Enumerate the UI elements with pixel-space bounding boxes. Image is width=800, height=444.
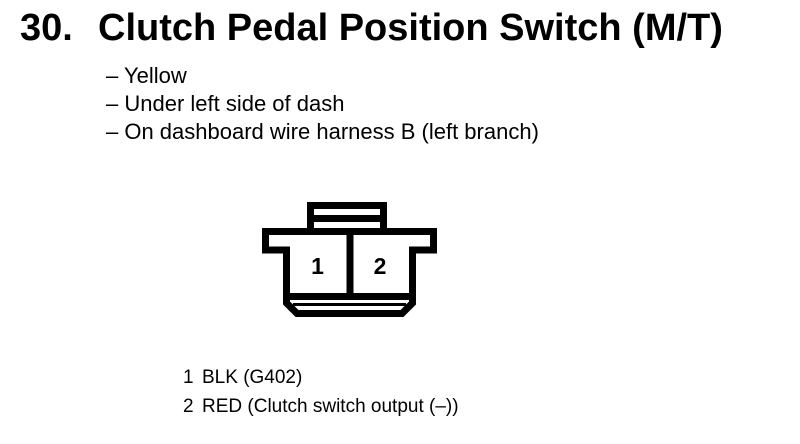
item-number: 30. xyxy=(20,7,73,49)
pin-legend-row: 2 RED (Clutch switch output (–)) xyxy=(183,392,459,421)
pin-legend: 1 BLK (G402) 2 RED (Clutch switch output… xyxy=(183,363,459,421)
detail-list: – Yellow – Under left side of dash – On … xyxy=(106,62,539,146)
cavity-1-label: 1 xyxy=(311,253,324,279)
page-title: Clutch Pedal Position Switch (M/T) xyxy=(98,7,723,49)
detail-item: – Under left side of dash xyxy=(106,91,345,116)
pin-legend-row: 1 BLK (G402) xyxy=(183,363,459,392)
detail-item: – Yellow xyxy=(106,63,187,88)
detail-item: – On dashboard wire harness B (left bran… xyxy=(106,119,539,144)
connector-body-outline xyxy=(262,228,437,317)
pin-description: RED (Clutch switch output (–)) xyxy=(202,396,459,417)
pin-number: 1 xyxy=(183,367,194,388)
cavity-2-label: 2 xyxy=(374,253,387,279)
pin-number: 2 xyxy=(183,396,194,417)
pin-description: BLK (G402) xyxy=(202,367,303,388)
connector-diagram: 1 2 xyxy=(262,202,437,317)
